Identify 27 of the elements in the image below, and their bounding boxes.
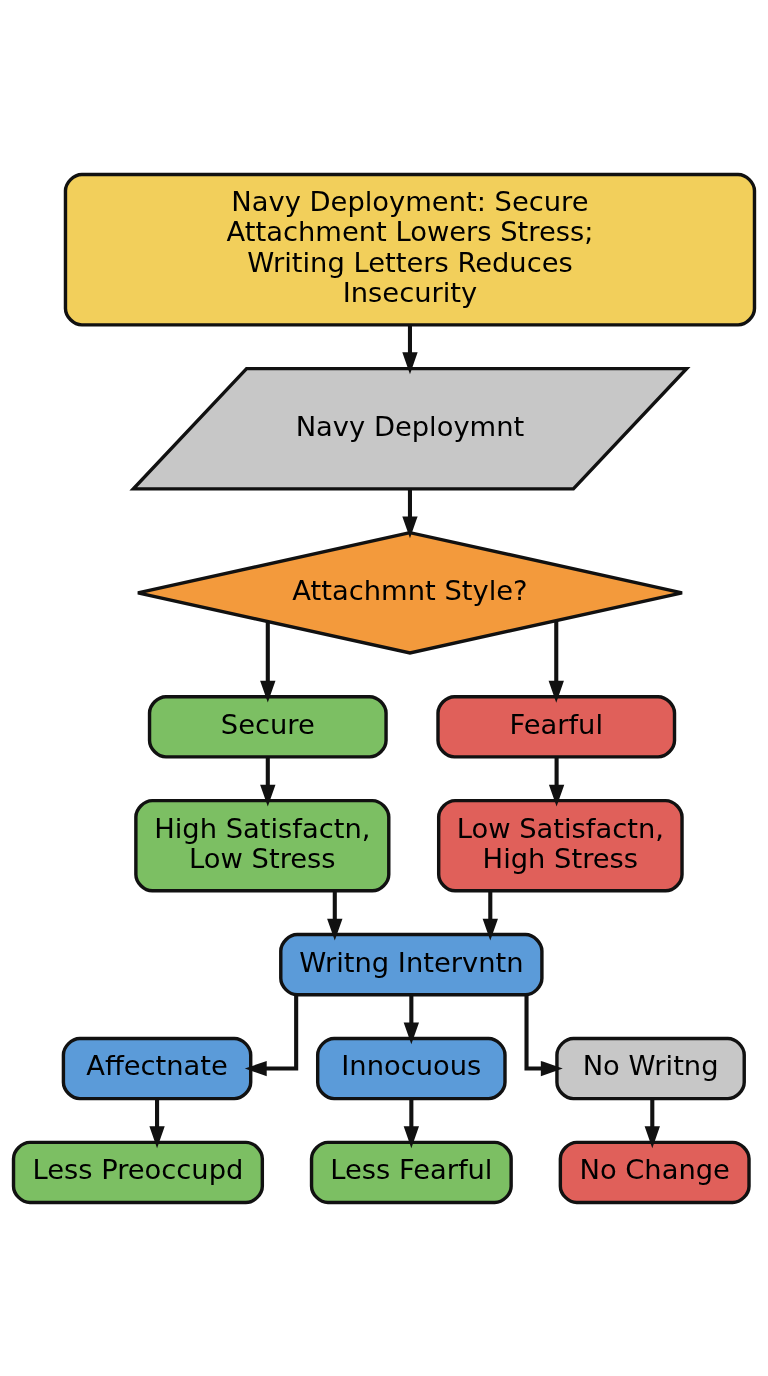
arrow	[403, 994, 420, 1044]
arrow	[524, 994, 563, 1076]
arrow	[403, 1098, 420, 1148]
arrow	[327, 890, 343, 941]
node-box: Innocuous	[316, 1036, 507, 1100]
node-box: Affectnate	[61, 1036, 253, 1100]
arrow	[548, 756, 565, 807]
node-box: No Change	[558, 1140, 751, 1204]
node-diamond: Attachmnt Style?	[136, 530, 684, 655]
node-box: Low Satisfactn, High Stress	[436, 798, 684, 893]
node-box: Writng Intervntn	[279, 932, 544, 996]
node-box: No Writng	[555, 1036, 746, 1100]
arrow	[260, 621, 276, 703]
node-box: High Satisfactn, Low Stress	[134, 798, 391, 893]
node-box: Less Fearful	[309, 1140, 513, 1204]
arrow	[402, 488, 418, 538]
node-box: Less Preoccupd	[11, 1140, 265, 1204]
arrow	[244, 994, 299, 1076]
arrow	[548, 620, 564, 703]
node-box: Secure	[147, 694, 388, 759]
arrow	[402, 324, 418, 374]
arrow	[260, 756, 276, 807]
arrow	[149, 1098, 165, 1148]
node-box: Fearful	[436, 694, 677, 759]
node-box: Navy Deployment: Secure Attachment Lowers Stress; Writing Letters Reduces Insecurity	[63, 172, 757, 327]
arrow	[482, 890, 498, 941]
arrow	[644, 1098, 660, 1148]
